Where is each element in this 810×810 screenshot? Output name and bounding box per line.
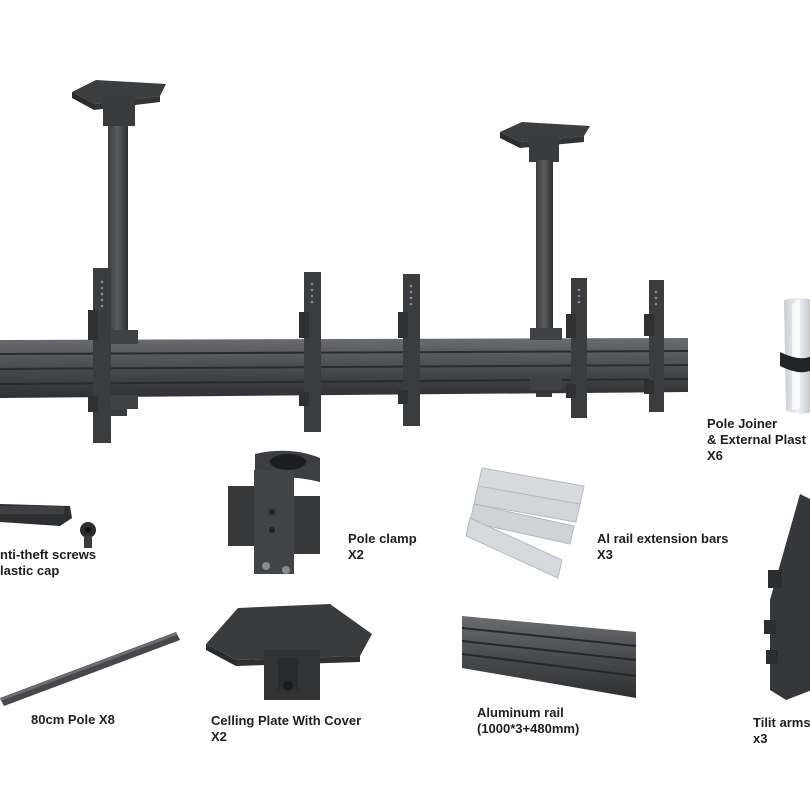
pole-clamp-part — [228, 450, 320, 574]
al-rail-bars-name: Al rail extension bars — [597, 531, 729, 546]
aluminum-rail-name: Aluminum rail — [477, 705, 564, 720]
anti-theft-screws-part — [0, 504, 96, 548]
tilt-arm-part — [764, 494, 810, 700]
al-rail-extension-bars-part — [465, 467, 585, 579]
vertical-brackets — [88, 268, 664, 443]
pole-joiner-detail: & External Plast — [707, 432, 806, 447]
tilt-arms-label: Tilit arms x3 — [753, 715, 810, 747]
pole-joiner-label: Pole Joiner & External Plast X6 — [707, 416, 806, 464]
ceiling-pole-left — [72, 80, 166, 416]
pole-label: 80cm Pole X8 — [31, 712, 115, 728]
tilt-arms-qty: x3 — [753, 731, 768, 746]
anti-theft-detail: lastic cap — [0, 563, 60, 578]
tilt-arms-name: Tilit arms — [753, 715, 810, 730]
aluminum-rail-size: (1000*3+480mm) — [477, 721, 580, 736]
anti-theft-name: nti-theft screws — [0, 547, 97, 562]
al-rail-bars-qty: X3 — [597, 547, 613, 562]
pole-name: 80cm Pole X8 — [31, 712, 115, 727]
anti-theft-label: nti-theft screws lastic cap — [0, 547, 96, 579]
ceiling-plate-part — [206, 604, 372, 700]
pole-clamp-qty: X2 — [348, 547, 364, 562]
pole-joiner-part — [780, 298, 810, 414]
pole-joiner-name: Pole Joiner — [707, 416, 778, 431]
pole-clamp-name: Pole clamp — [348, 531, 417, 546]
ceiling-plate-name: Celling Plate With Cover — [211, 713, 362, 728]
ceiling-plate-qty: X2 — [211, 729, 227, 744]
bracket-2 — [299, 272, 321, 432]
ceiling-pole-right — [500, 122, 590, 397]
ceiling-plate-label: Celling Plate With Cover X2 — [211, 713, 361, 745]
pole-part — [0, 632, 180, 706]
pole-clamp-label: Pole clamp X2 — [348, 531, 417, 563]
bracket-1 — [88, 268, 111, 443]
bracket-3 — [398, 274, 420, 426]
pole-joiner-qty: X6 — [707, 448, 723, 463]
aluminum-rail-part — [461, 616, 637, 698]
al-rail-bars-label: Al rail extension bars X3 — [597, 531, 729, 563]
bracket-5 — [644, 280, 664, 412]
bracket-4 — [566, 278, 587, 418]
aluminum-rail-label: Aluminum rail (1000*3+480mm) — [477, 705, 579, 737]
